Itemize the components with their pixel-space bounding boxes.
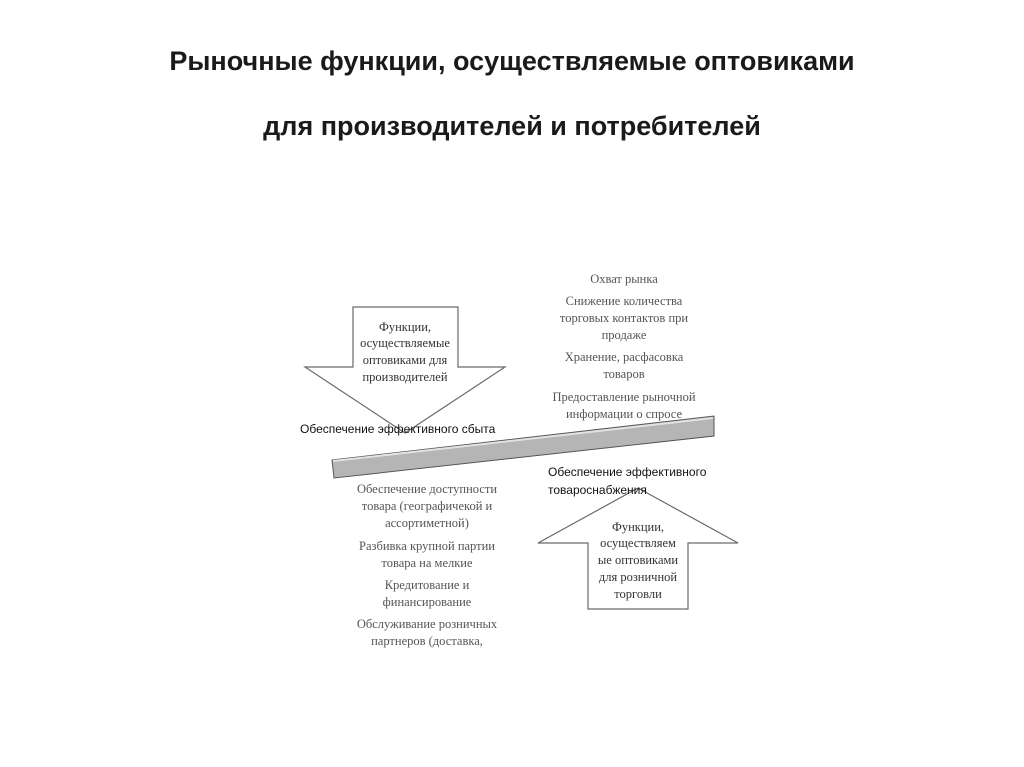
retail-function-line: партнеров (доставка, [371,634,483,648]
retail-arrow-line: ые оптовиками [598,553,678,567]
producer-arrow-line: осуществляемые [360,336,450,350]
retail-functions-arrow [537,487,739,610]
producer-function-line: Хранение, расфасовка [565,350,684,364]
beam-highlight [332,417,714,462]
producer-function-line: продаже [602,328,647,342]
producer-function-line: Снижение количества [566,294,683,308]
supply-label-line: товароснабжения [548,483,647,497]
producer-arrow-text: Функции, осуществляемые оптовиками для п… [360,320,450,384]
sales-label: Обеспечение эффективного сбыта [300,422,496,436]
retail-function-line: Кредитование и [385,578,470,592]
producer-function-line: торговых контактов при [560,311,689,325]
retail-arrow-text: Функции, осуществляем ые оптовиками для … [598,520,678,601]
retail-function-line: товара (географичекой и [362,499,493,513]
producer-function-line: Охват рынка [590,272,658,286]
retail-arrow-line: осуществляем [600,536,676,550]
retail-function-line: товара на мелкие [381,556,473,570]
retail-functions-list: Обеспечение доступности товара (географи… [357,482,498,648]
supply-label-line: Обеспечение эффективного [548,465,707,479]
producer-arrow-line: производителей [362,370,447,384]
retail-function-line: финансирование [383,595,472,609]
retail-arrow-line: Функции, [612,520,664,534]
retail-function-line: Разбивка крупной партии [359,539,495,553]
producer-arrow-line: Функции, [379,320,431,334]
retail-arrow-line: для розничной [599,570,678,584]
balance-beam [331,415,715,479]
page-title-line-2: для производителей и потребителей [263,111,761,141]
retail-function-line: Обслуживание розничных [357,617,498,631]
producer-functions-list: Охват рынка Снижение количества торговых… [552,272,695,421]
producer-functions-arrow [303,306,507,434]
producer-function-line: информации о спросе [566,407,682,421]
producer-function-line: Предоставление рыночной [552,390,695,404]
producer-function-line: товаров [603,367,644,381]
retail-arrow-line: торговли [614,587,662,601]
retail-function-line: Обеспечение доступности [357,482,497,496]
page-title-line-1: Рыночные функции, осуществляемые оптовик… [169,46,855,76]
producer-arrow-line: оптовиками для [363,353,448,367]
retail-function-line: ассортиметной) [385,516,469,530]
